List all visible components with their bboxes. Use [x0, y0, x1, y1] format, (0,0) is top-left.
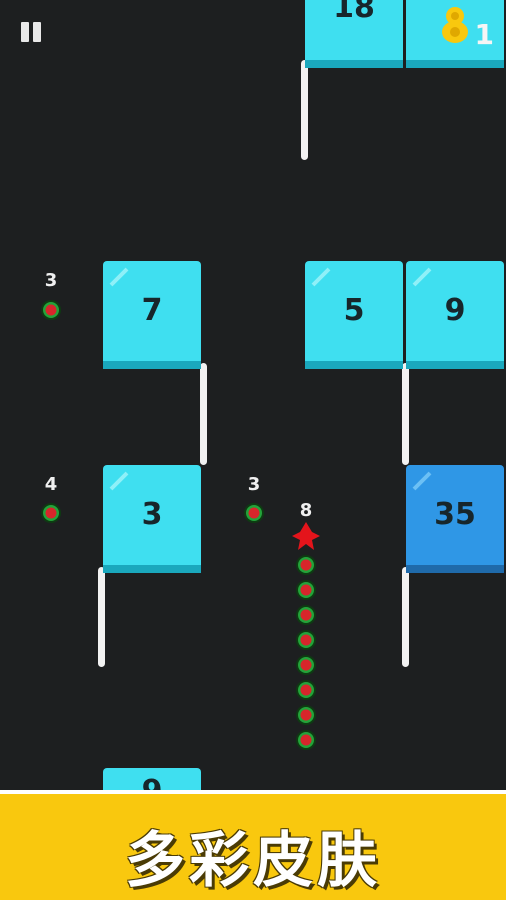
trophy-icon — [442, 7, 468, 43]
wall — [200, 363, 207, 465]
block-value: 35 — [434, 497, 476, 532]
food-pellet — [41, 300, 61, 320]
food-pellet — [244, 503, 264, 523]
number-block: 7 — [103, 261, 201, 369]
block-value: 3 — [141, 497, 163, 532]
block-value: 5 — [343, 293, 365, 328]
wall — [402, 567, 409, 667]
wall — [301, 60, 308, 160]
snake-length: 8 — [299, 500, 313, 521]
food-pellet — [41, 503, 61, 523]
snake-segment — [296, 630, 316, 650]
snake-segment — [296, 555, 316, 575]
number-block: 18 — [305, 0, 403, 68]
food-value: 4 — [44, 474, 58, 495]
number-block: 3 — [103, 465, 201, 573]
snake-segment — [296, 680, 316, 700]
snake-head-icon — [292, 522, 320, 550]
wall — [402, 363, 409, 465]
skin-banner: 多彩皮肤 — [0, 790, 506, 900]
block-value: 9 — [444, 293, 466, 328]
snake-segment — [296, 605, 316, 625]
food-value: 3 — [247, 474, 261, 495]
snake-segment — [296, 730, 316, 750]
score-value: 1 — [474, 18, 494, 51]
game-board[interactable]: 18 7 5 9 3 35 9 1 3 — [0, 0, 506, 876]
block-value: 18 — [333, 0, 375, 25]
wall — [98, 567, 105, 667]
snake-segment — [296, 705, 316, 725]
pause-button[interactable] — [20, 22, 44, 42]
pause-icon — [21, 22, 29, 42]
snake-segment — [296, 655, 316, 675]
number-block: 5 — [305, 261, 403, 369]
number-block: 9 — [406, 261, 504, 369]
number-block: 35 — [406, 465, 504, 573]
snake-segment — [296, 580, 316, 600]
food-value: 3 — [44, 270, 58, 291]
banner-title: 多彩皮肤 — [125, 826, 381, 896]
block-value: 7 — [141, 293, 163, 328]
